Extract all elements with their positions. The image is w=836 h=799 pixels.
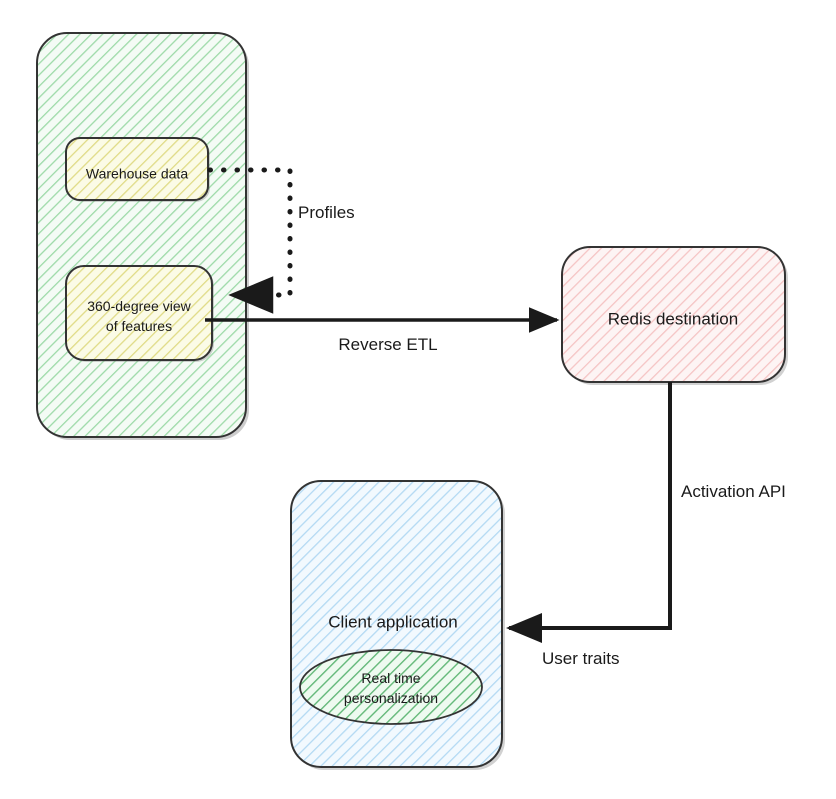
profiles-edge[interactable]: Profiles [207,167,355,314]
reverse-etl-edge-label: Reverse ETL [338,335,437,354]
feature-view-shape [65,265,213,361]
client-application-node[interactable]: Client application [290,480,505,770]
redis-destination-label: Redis destination [608,309,738,328]
warehouse-container-shape [36,32,247,438]
redis-destination-shape [561,246,786,383]
warehouse-container-node[interactable] [36,32,249,440]
reverse-etl-edge[interactable]: Reverse ETL [205,307,560,354]
activation-api-edge[interactable]: Activation API User traits [506,382,786,668]
redis-destination-node[interactable]: Redis destination [561,246,788,385]
profiles-edge-path [207,167,293,314]
activation-api-edge-path [506,382,672,643]
warehouse-data-label: Warehouse data [86,166,188,182]
profiles-edge-label: Profiles [298,203,355,222]
feature-view-node[interactable]: 360-degree view of features [65,265,214,362]
feature-view-label-line1: 360-degree view [87,298,191,314]
real-time-personalization-label-line2: personalization [344,690,438,706]
warehouse-data-node[interactable]: Warehouse data [65,137,210,202]
real-time-personalization-node[interactable]: Real time personalization [299,649,483,725]
real-time-personalization-label-line1: Real time [361,670,420,686]
activation-api-edge-label: Activation API [681,482,786,501]
real-time-personalization-shape [299,649,483,725]
client-application-label: Client application [328,612,457,631]
feature-view-label-line2: of features [106,318,172,334]
user-traits-edge-label: User traits [542,649,619,668]
